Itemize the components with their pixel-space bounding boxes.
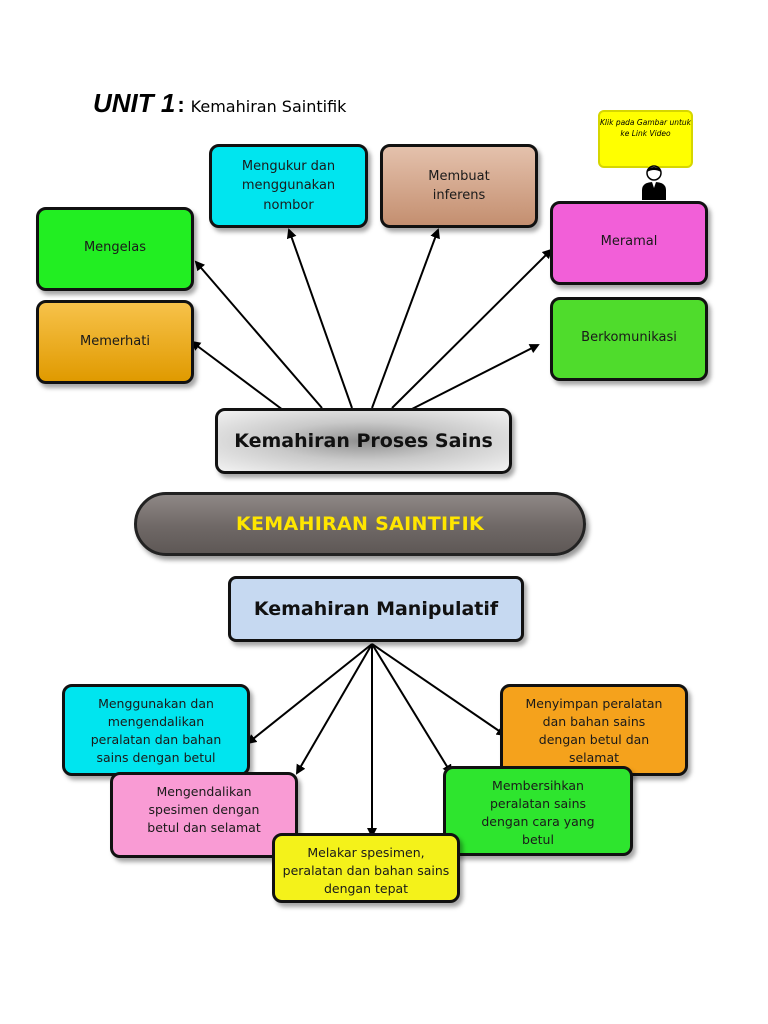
page-title: UNIT 1: Kemahiran Saintifik (93, 88, 346, 119)
box-mengelas: Mengelas (36, 207, 194, 291)
box-menggunakan: Menggunakan dan mengendalikan peralatan … (62, 684, 250, 776)
box-mengendalikan: Mengendalikan spesimen dengan betul dan … (110, 772, 298, 858)
box-membuat-inferens-label: Membuat inferens (428, 168, 490, 204)
box-menyimpan: Menyimpan peralatan dan bahan sains deng… (500, 684, 688, 776)
box-mengendalikan-label: Mengendalikan spesimen dengan betul dan … (147, 784, 261, 836)
box-menyimpan-label: Menyimpan peralatan dan bahan sains deng… (525, 696, 663, 766)
box-mengukur-label: Mengukur dan menggunakan nombor (241, 158, 336, 213)
person-icon[interactable] (640, 164, 668, 200)
box-melakar: Melakar spesimen, peralatan dan bahan sa… (272, 833, 460, 903)
box-berkomunikasi: Berkomunikasi (550, 297, 708, 381)
video-link-text: Klik pada Gambar untuk ke Link Video (600, 118, 691, 138)
saintifik-banner: KEMAHIRAN SAINTIFIK (134, 492, 586, 556)
arrow-to-menggunakan (246, 643, 373, 745)
box-melakar-label: Melakar spesimen, peralatan dan bahan sa… (282, 845, 450, 897)
arrow-to-menyimpan (371, 643, 507, 737)
box-membuat-inferens: Membuat inferens (380, 144, 538, 228)
proses-sains-node: Kemahiran Proses Sains (215, 408, 512, 474)
box-meramal: Meramal (550, 201, 708, 285)
arrow-to-membersihkan (371, 643, 453, 775)
proses-sains-label: Kemahiran Proses Sains (234, 430, 493, 452)
box-meramal-label: Meramal (600, 234, 658, 249)
arrow-to-mengelas (194, 260, 323, 409)
arrow-to-mengendalikan (295, 643, 373, 775)
manipulatif-node: Kemahiran Manipulatif (228, 576, 524, 642)
box-mengelas-label: Mengelas (83, 240, 147, 255)
box-memerhati: Memerhati (36, 300, 194, 384)
unit-subtitle: Kemahiran Saintifik (190, 97, 347, 116)
arrow-to-memerhati (190, 340, 284, 411)
box-memerhati-label: Memerhati (80, 334, 150, 350)
arrow-to-berkomunikasi (409, 344, 540, 411)
title-colon: : (177, 92, 185, 117)
arrow-to-meramal (391, 248, 553, 409)
video-link-callout[interactable]: Klik pada Gambar untuk ke Link Video (598, 110, 693, 168)
box-berkomunikasi-label: Berkomunikasi (581, 330, 677, 345)
box-mengukur: Mengukur dan menggunakan nombor (209, 144, 368, 228)
manipulatif-label: Kemahiran Manipulatif (253, 598, 499, 620)
unit-label: UNIT 1 (93, 88, 176, 118)
box-menggunakan-label: Menggunakan dan mengendalikan peralatan … (90, 696, 222, 766)
arrow-to-mengukur (286, 228, 353, 409)
arrow-to-inferens (371, 228, 440, 409)
box-membersihkan-label: Membersihkan peralatan sains dengan cara… (481, 778, 595, 848)
saintifik-banner-label: KEMAHIRAN SAINTIFIK (236, 513, 484, 535)
box-membersihkan: Membersihkan peralatan sains dengan cara… (443, 766, 633, 856)
